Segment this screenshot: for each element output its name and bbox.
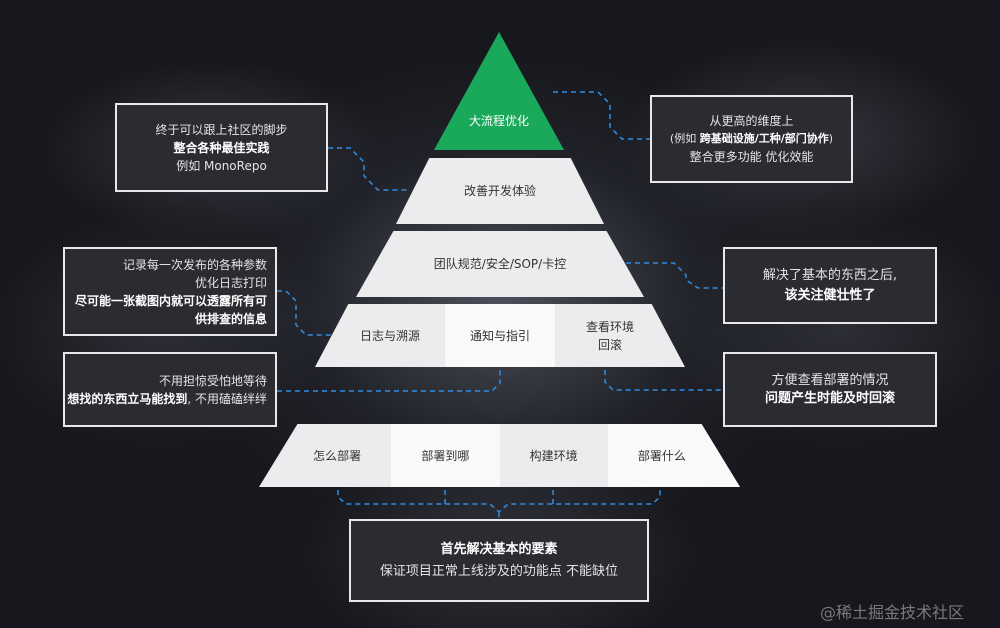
tier3-cell-logs: 日志与溯源 (359, 328, 420, 343)
annotation-robustness: 解决了基本的东西之后, 该关注健壮性了 (723, 247, 937, 324)
annotation-line: 从更高的维度上 (709, 114, 794, 128)
connector-right1 (553, 91, 650, 140)
tier3-cell-rollback: 查看环境 回滚 (585, 319, 634, 352)
annotation-line: 例如 MonoRepo (176, 158, 267, 173)
annotation-rollback: 方便查看部署的情况 问题产生时能及时回滚 (723, 352, 937, 427)
annotation-community: 终于可以跟上社区的脚步 整合各种最佳实践 例如 MonoRepo (115, 103, 328, 192)
annotation-line-bold: 首先解决基本的要素 (440, 541, 558, 557)
annotation-line: 记录每一次发布的各种参数 (122, 257, 267, 272)
tier4-cell-where: 部署到哪 (391, 424, 500, 487)
annotation-line-mixed: (例如 跨基础设施/工种/部门协作) (669, 132, 834, 145)
annotation-collaboration: 从更高的维度上 (例如 跨基础设施/工种/部门协作) 整合更多功能 优化效能 (650, 95, 853, 183)
pyramid-tier-3: 日志与溯源 通知与指引 查看环境 回滚 (315, 304, 685, 367)
pyramid-tier-1: 改善开发体验 (396, 158, 604, 224)
annotation-notify: 不用担惊受怕地等待 想找的东西立马能找到, 不用磕磕绊绊 (63, 352, 277, 427)
annotation-line-bold: 整合各种最佳实践 (173, 140, 270, 155)
tier4-cell-env: 构建环境 (529, 448, 578, 463)
annotation-basics: 首先解决基本的要素 保证项目正常上线涉及的功能点 不能缺位 (349, 519, 649, 602)
connector-right2 (626, 262, 723, 289)
annotation-line-bold: 尽可能一张截图内就可以透露所有可 (74, 293, 267, 308)
tier3-cell-notify: 通知与指引 (445, 304, 555, 367)
tier4-cell-how: 怎么部署 (313, 448, 362, 463)
pyramid-tier-2: 团队规范/安全/SOP/卡控 (356, 231, 644, 297)
connector-left2 (277, 290, 338, 336)
connector-bottom-brace (337, 490, 661, 514)
annotation-line: 不用担惊受怕地等待 (158, 373, 267, 388)
annotation-line: 整合更多功能 优化效能 (689, 150, 814, 164)
connector-left1 (328, 147, 410, 191)
watermark: @稀土掘金技术社区 (820, 603, 965, 622)
annotation-line: 终于可以跟上社区的脚步 (155, 122, 288, 137)
annotation-logging: 记录每一次发布的各种参数 优化日志打印 尽可能一张截图内就可以透露所有可 供排查… (63, 247, 277, 336)
connector-left3 (277, 370, 501, 392)
annotation-line-bold: 问题产生时能及时回滚 (764, 390, 895, 406)
tier1-cell: 改善开发体验 (463, 184, 536, 198)
annotation-line-bold: 供排查的信息 (194, 311, 267, 326)
apex-label: 大流程优化 (468, 114, 529, 128)
annotation-line: 解决了基本的东西之后, (762, 267, 898, 283)
tier4-cell-what: 部署什么 (607, 424, 740, 487)
annotation-line-mixed: 想找的东西立马能找到, 不用磕磕绊绊 (67, 391, 267, 406)
annotation-line: 方便查看部署的情况 (771, 372, 889, 388)
connector-right3 (604, 370, 723, 391)
pyramid-tier-4: 怎么部署 部署到哪 构建环境 部署什么 (259, 424, 740, 487)
annotation-line-bold: 该关注健壮性了 (784, 287, 876, 303)
annotation-line: 保证项目正常上线涉及的功能点 不能缺位 (379, 563, 619, 579)
annotation-line: 优化日志打印 (194, 275, 267, 290)
tier2-cell: 团队规范/安全/SOP/卡控 (433, 257, 567, 271)
